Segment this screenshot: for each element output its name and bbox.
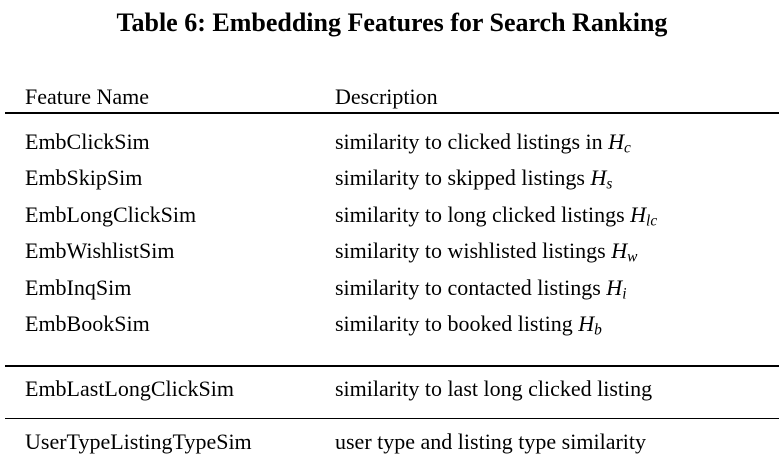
description-text: similarity to clicked listings in: [335, 129, 609, 154]
math-subscript: i: [622, 284, 627, 302]
description-cell: similarity to skipped listings Hs: [335, 163, 779, 199]
math-variable: H: [611, 238, 628, 264]
table-row: EmbInqSim similarity to contacted listin…: [5, 273, 779, 309]
description-text: similarity to wishlisted listings: [335, 238, 612, 264]
description-text: similarity to long clicked listings: [335, 201, 631, 227]
description-cell: similarity to last long clicked listing: [335, 374, 779, 410]
table-section-user-type: UserTypeListingTypeSim user type and lis…: [5, 419, 779, 471]
description-cell: similarity to booked listing Hb: [335, 309, 779, 345]
math-variable: H: [606, 274, 623, 300]
description-cell: user type and listing type similarity: [335, 427, 779, 463]
column-header-feature-name: Feature Name: [25, 84, 149, 109]
feature-name-cell: EmbWishlistSim: [25, 238, 175, 264]
description-text: similarity to last long clicked listing: [335, 376, 653, 402]
table-row: UserTypeListingTypeSim user type and lis…: [5, 427, 779, 463]
description-cell: similarity to clicked listings in Hc: [335, 127, 779, 163]
table-row: EmbLastLongClickSim similarity to last l…: [5, 374, 779, 410]
description-cell: similarity to contacted listings Hi: [335, 273, 779, 309]
math-subscript: b: [594, 321, 602, 339]
column-header-description: Description: [335, 84, 438, 109]
table-row: EmbLongClickSim similarity to long click…: [5, 200, 779, 236]
description-text: similarity to skipped listings: [335, 165, 591, 191]
table-row: EmbClickSim similarity to clicked listin…: [5, 127, 779, 163]
feature-name-cell: EmbBookSim: [25, 310, 150, 336]
table-header-row: Feature Name Description: [5, 82, 779, 112]
description-text: similarity to booked listing: [335, 310, 579, 336]
math-variable: H: [608, 129, 625, 154]
feature-name-cell: EmbSkipSim: [25, 165, 143, 191]
description-text: similarity to contacted listings: [335, 274, 607, 300]
description-text: user type and listing type similarity: [335, 429, 647, 455]
table-row: EmbBookSim similarity to booked listing …: [5, 309, 779, 345]
math-subscript: c: [624, 139, 631, 157]
description-cell: similarity to wishlisted listings Hw: [335, 236, 779, 272]
table-caption: Table 6: Embedding Features for Search R…: [116, 8, 668, 37]
feature-name-cell: EmbInqSim: [25, 274, 132, 300]
math-subscript: lc: [646, 212, 658, 230]
table-section-last-long-click: EmbLastLongClickSim similarity to last l…: [5, 367, 779, 417]
embedding-features-table: Feature Name Description EmbClickSim sim…: [5, 82, 779, 472]
math-variable: H: [590, 165, 607, 191]
table-row: EmbWishlistSim similarity to wishlisted …: [5, 236, 779, 272]
math-subscript: w: [627, 248, 638, 266]
math-subscript: s: [606, 175, 613, 193]
table-row: EmbSkipSim similarity to skipped listing…: [5, 163, 779, 199]
section-rule: [5, 417, 779, 420]
feature-name-cell: UserTypeListingTypeSim: [25, 429, 252, 455]
table-section-history-features: EmbClickSim similarity to clicked listin…: [5, 114, 779, 365]
math-variable: H: [630, 201, 647, 227]
math-variable: H: [578, 310, 595, 336]
feature-name-cell: EmbClickSim: [25, 129, 150, 154]
section-rule: [5, 365, 779, 368]
feature-name-cell: EmbLastLongClickSim: [25, 376, 234, 402]
feature-name-cell: EmbLongClickSim: [25, 201, 197, 227]
header-rule: [5, 112, 779, 114]
description-cell: similarity to long clicked listings Hlc: [335, 200, 779, 236]
